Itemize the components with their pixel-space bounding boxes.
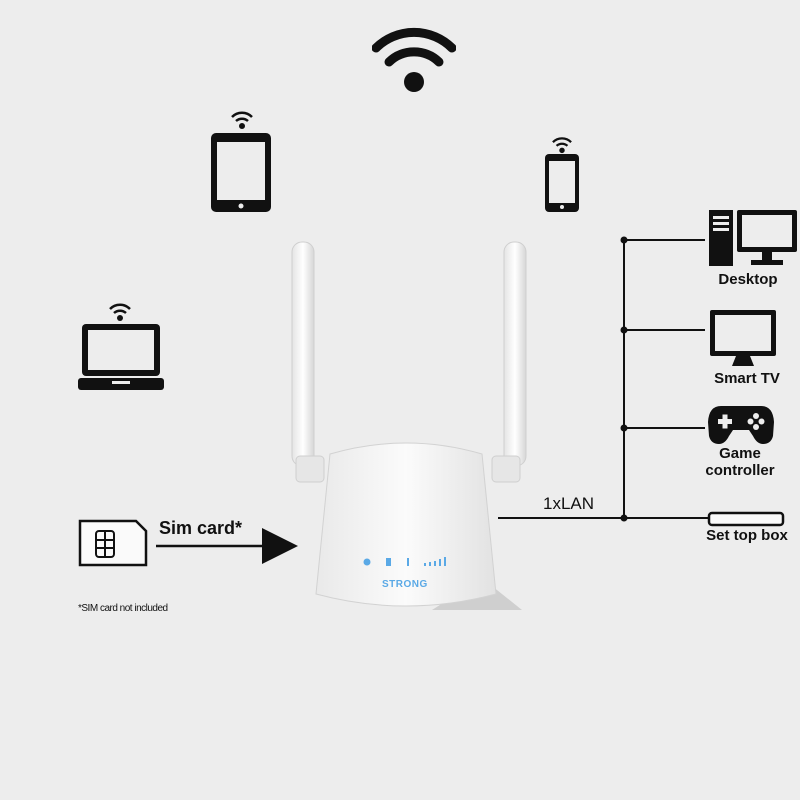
sim-card-label: Sim card*	[159, 518, 243, 538]
desktop-icon	[709, 210, 797, 266]
wifi-icon	[372, 27, 456, 92]
tv-icon	[710, 310, 776, 366]
tablet-icon	[211, 133, 271, 212]
small-wifi-icon	[231, 111, 253, 129]
lan-device-label: Game controller	[705, 445, 775, 479]
lan-device-label: Desktop	[718, 271, 778, 288]
gamepad-icon	[708, 406, 774, 444]
sim-arrow	[156, 528, 298, 564]
set-top-box-icon	[707, 511, 785, 527]
power-led	[363, 558, 371, 566]
small-wifi-icon	[552, 137, 572, 154]
small-wifi-icon	[109, 303, 131, 321]
sim-note: *SIM card not included	[78, 603, 168, 614]
lan-device-label: Smart TV	[714, 370, 780, 387]
lan-label: 1xLAN	[543, 494, 595, 513]
phone-icon	[545, 154, 579, 212]
lan-device-label: Set top box	[706, 527, 788, 544]
router	[291, 241, 527, 610]
sim-card-icon	[78, 519, 148, 567]
router-brand: STRONG	[382, 579, 428, 590]
laptop-icon	[78, 324, 164, 390]
